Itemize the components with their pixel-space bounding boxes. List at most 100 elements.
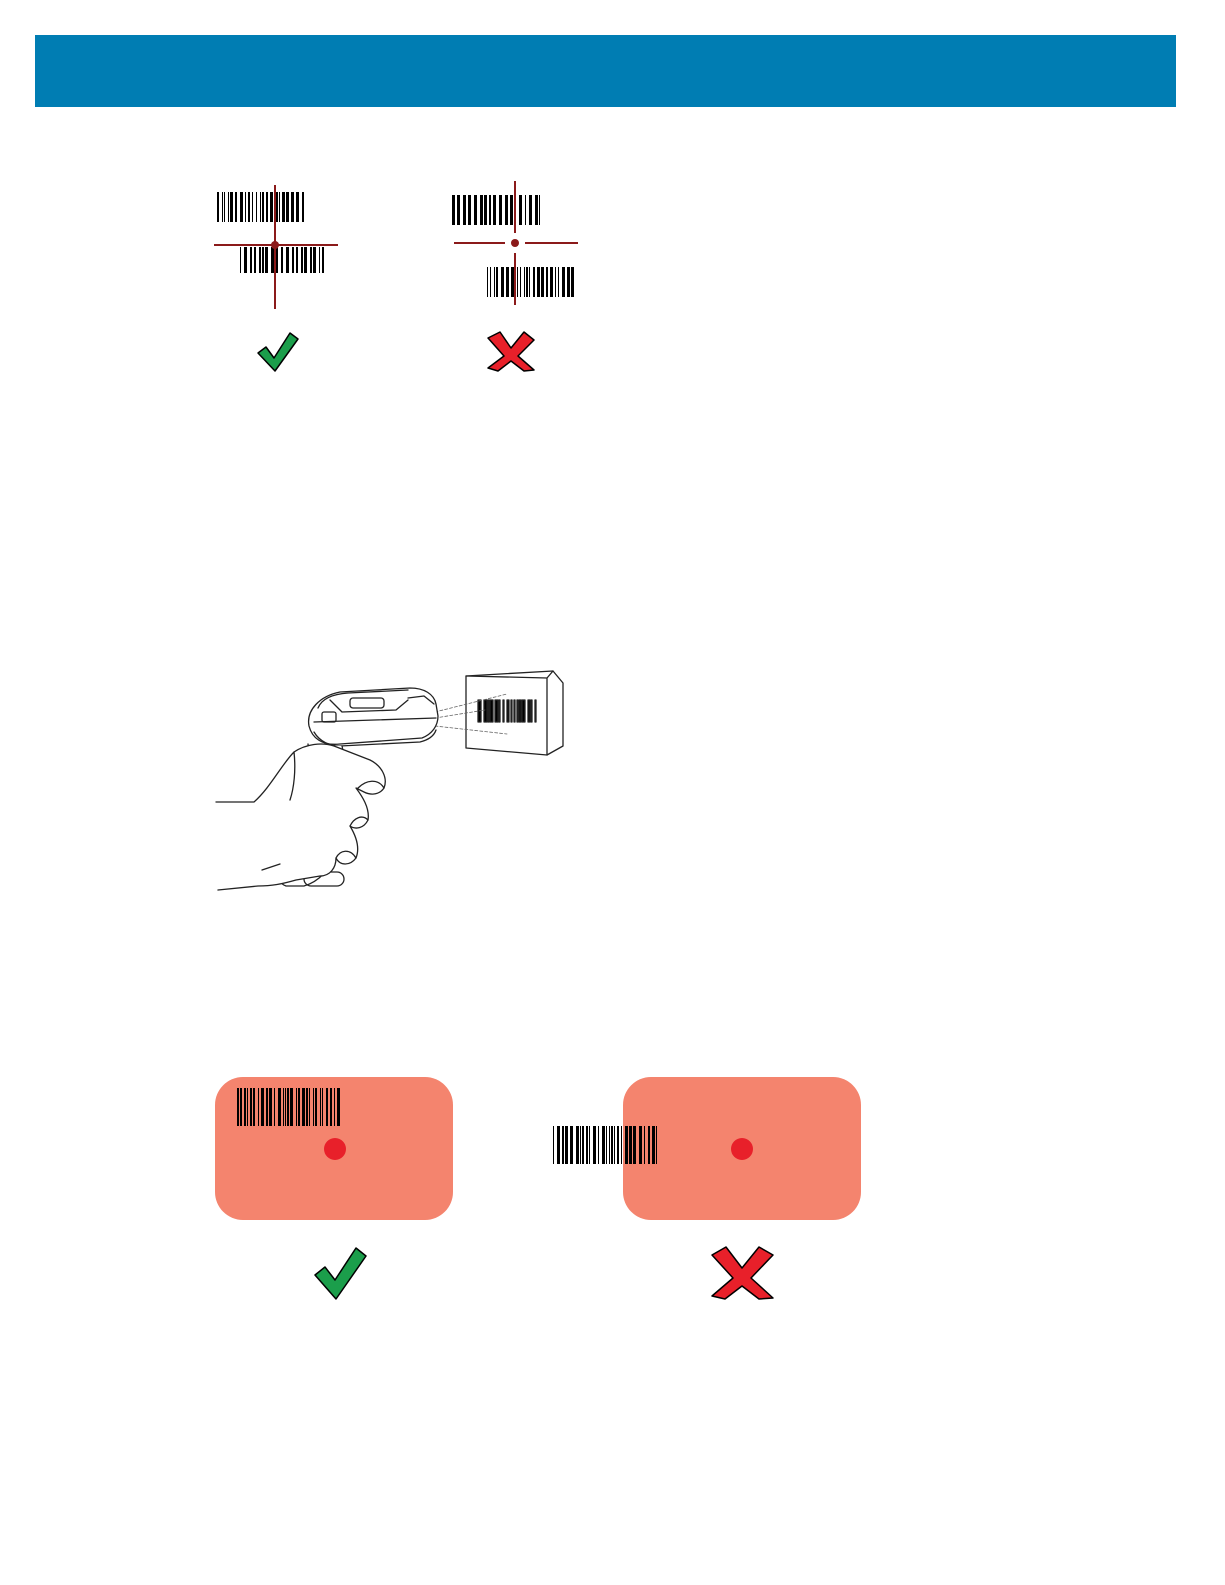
barcode-bar [617, 1126, 619, 1164]
barcode-bar [557, 1126, 560, 1164]
barcode-bar [313, 247, 316, 273]
barcode-bar [282, 192, 285, 222]
barcode-bar [522, 700, 525, 722]
barcode-bar [240, 192, 243, 222]
barcode-bar [586, 1126, 588, 1164]
barcode-bar [283, 1088, 284, 1126]
barcode-bar [320, 1088, 321, 1126]
barcode-bar [269, 1088, 272, 1126]
barcode-bar [576, 1126, 579, 1164]
barcode-bar [550, 267, 553, 297]
barcode-bar [254, 247, 256, 273]
barcode-bar [287, 1088, 289, 1126]
barcode-bar [553, 1126, 554, 1164]
barcode-bar [270, 192, 273, 222]
crosshair-incorrect-example [452, 181, 578, 371]
barcode-bar [279, 192, 280, 222]
barcode-bar [235, 192, 237, 222]
barcode-bar [495, 700, 498, 722]
barcode-bar [562, 1126, 564, 1164]
barcode-lower [240, 247, 324, 273]
barcode-bar [291, 192, 294, 222]
barcode-bar [247, 1088, 248, 1126]
barcode-bar [499, 195, 502, 225]
barcode-bar [629, 1126, 632, 1164]
barcode-bar [507, 700, 509, 722]
barcode-bar [313, 1088, 314, 1126]
barcode-bar [266, 192, 268, 222]
barcode-bar [244, 247, 247, 273]
barcode-bar [529, 267, 530, 297]
barcode-bar [315, 1088, 317, 1126]
barcode-bar [480, 195, 483, 225]
barcode-bar [602, 1126, 605, 1164]
barcode-bar [526, 267, 528, 297]
barcode-bar [259, 247, 261, 273]
barcode-bar [582, 1126, 584, 1164]
aim-pattern-center-dot [731, 1138, 753, 1160]
barcode-bar [533, 267, 535, 297]
barcode-bar [567, 267, 570, 297]
barcode-bar [517, 700, 518, 722]
barcode-bar [302, 192, 304, 222]
barcode-bar [253, 1088, 255, 1126]
barcode-bar [644, 1126, 645, 1164]
barcode-bar [217, 192, 219, 222]
barcode-bar [621, 1126, 622, 1164]
barcode-bar [541, 267, 544, 297]
barcode-bar [496, 267, 498, 297]
hand-holding-scanner [216, 744, 385, 890]
aim-pattern-center-dot [324, 1138, 346, 1160]
scanner-hand-figure [210, 660, 580, 920]
barcode-bar [489, 195, 491, 225]
barcode-bar [484, 195, 487, 225]
barcode-bar [292, 247, 294, 273]
barcode-bar [570, 1126, 573, 1164]
barcode-bar [484, 700, 487, 722]
barcode-bar [266, 1088, 268, 1126]
barcode-bar [262, 247, 264, 273]
barcode-bar [240, 1088, 242, 1126]
barcode-bar [271, 247, 274, 273]
crosshair-correct-example [214, 185, 338, 371]
barcode-bar [611, 1126, 613, 1164]
barcode-bar [593, 1126, 596, 1164]
barcode-bar [614, 1126, 615, 1164]
barcode-bar [571, 267, 574, 297]
barcode-bar [468, 195, 471, 225]
barcode-bar [237, 1088, 239, 1126]
barcode-bar [245, 192, 246, 222]
barcode-bar [633, 1126, 636, 1164]
barcode-bar [499, 700, 500, 722]
crosshair-center-dot [271, 241, 279, 249]
barcode-bar [281, 247, 283, 273]
crosshair-center-dot [511, 239, 519, 247]
barcode-bar [474, 195, 477, 225]
barcode-bar [337, 1088, 340, 1126]
barcode-upper [217, 192, 304, 222]
barcode-bar [490, 700, 493, 722]
barcode-bar [334, 1088, 335, 1126]
barcode-bar [488, 700, 489, 722]
barcode-bar [562, 267, 565, 297]
barcode-bar [639, 1126, 642, 1164]
barcode-bar [302, 1088, 305, 1126]
barcode-upper [452, 195, 540, 225]
barcode-bar [262, 192, 264, 222]
barcode-bar [609, 1126, 610, 1164]
barcode-bar [535, 700, 536, 722]
barcode-bar [278, 1088, 281, 1126]
barcode-bar [652, 1126, 655, 1164]
barcode-bar [301, 247, 303, 273]
barcode-bar [265, 247, 268, 273]
barcode-bar [224, 192, 225, 222]
crosshair-aiming-figure [200, 175, 600, 380]
barcode-bar [487, 267, 488, 297]
barcode-bar [511, 700, 512, 722]
header-bar [35, 35, 1176, 107]
barcode-bar [503, 700, 504, 722]
barcode-bar [519, 700, 521, 722]
barcode-bar [501, 267, 504, 297]
barcode-bar [274, 1088, 275, 1126]
barcode-bar [598, 1126, 599, 1164]
